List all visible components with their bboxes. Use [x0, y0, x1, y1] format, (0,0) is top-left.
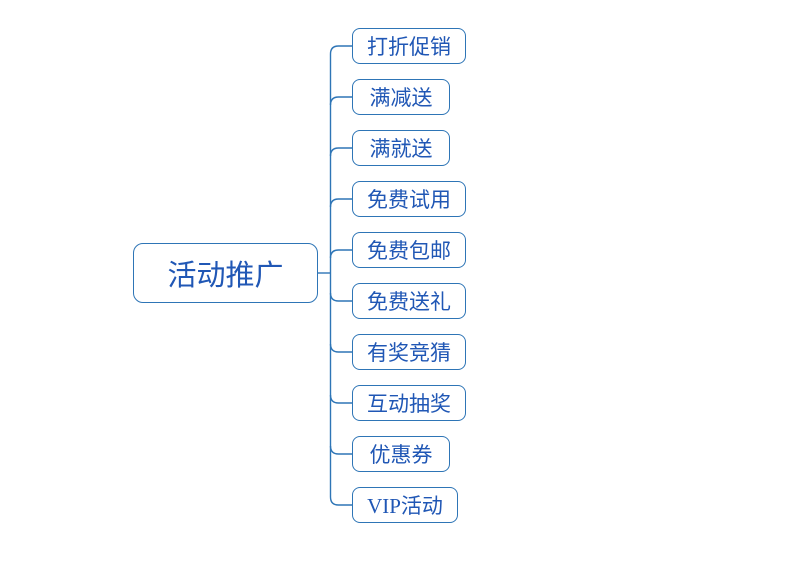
connector-branch — [329, 198, 352, 208]
branch-node[interactable]: VIP活动 — [352, 487, 458, 523]
branch-node[interactable]: 有奖竞猜 — [352, 334, 466, 370]
connector-branch — [329, 249, 352, 259]
connector-branch — [329, 343, 352, 353]
branch-node[interactable]: 免费送礼 — [352, 283, 466, 319]
connector-branch — [329, 292, 352, 302]
branch-node[interactable]: 免费试用 — [352, 181, 466, 217]
branch-node[interactable]: 打折促销 — [352, 28, 466, 64]
connector-branch — [329, 96, 352, 106]
branch-node[interactable]: 免费包邮 — [352, 232, 466, 268]
connector-branch — [329, 445, 352, 455]
connector-branch — [329, 394, 352, 404]
branch-node[interactable]: 优惠券 — [352, 436, 450, 472]
branch-node[interactable]: 互动抽奖 — [352, 385, 466, 421]
root-node[interactable]: 活动推广 — [133, 243, 318, 303]
connector-branch — [329, 147, 352, 157]
connector-trunk — [329, 45, 352, 506]
branch-node[interactable]: 满减送 — [352, 79, 450, 115]
branch-node[interactable]: 满就送 — [352, 130, 450, 166]
